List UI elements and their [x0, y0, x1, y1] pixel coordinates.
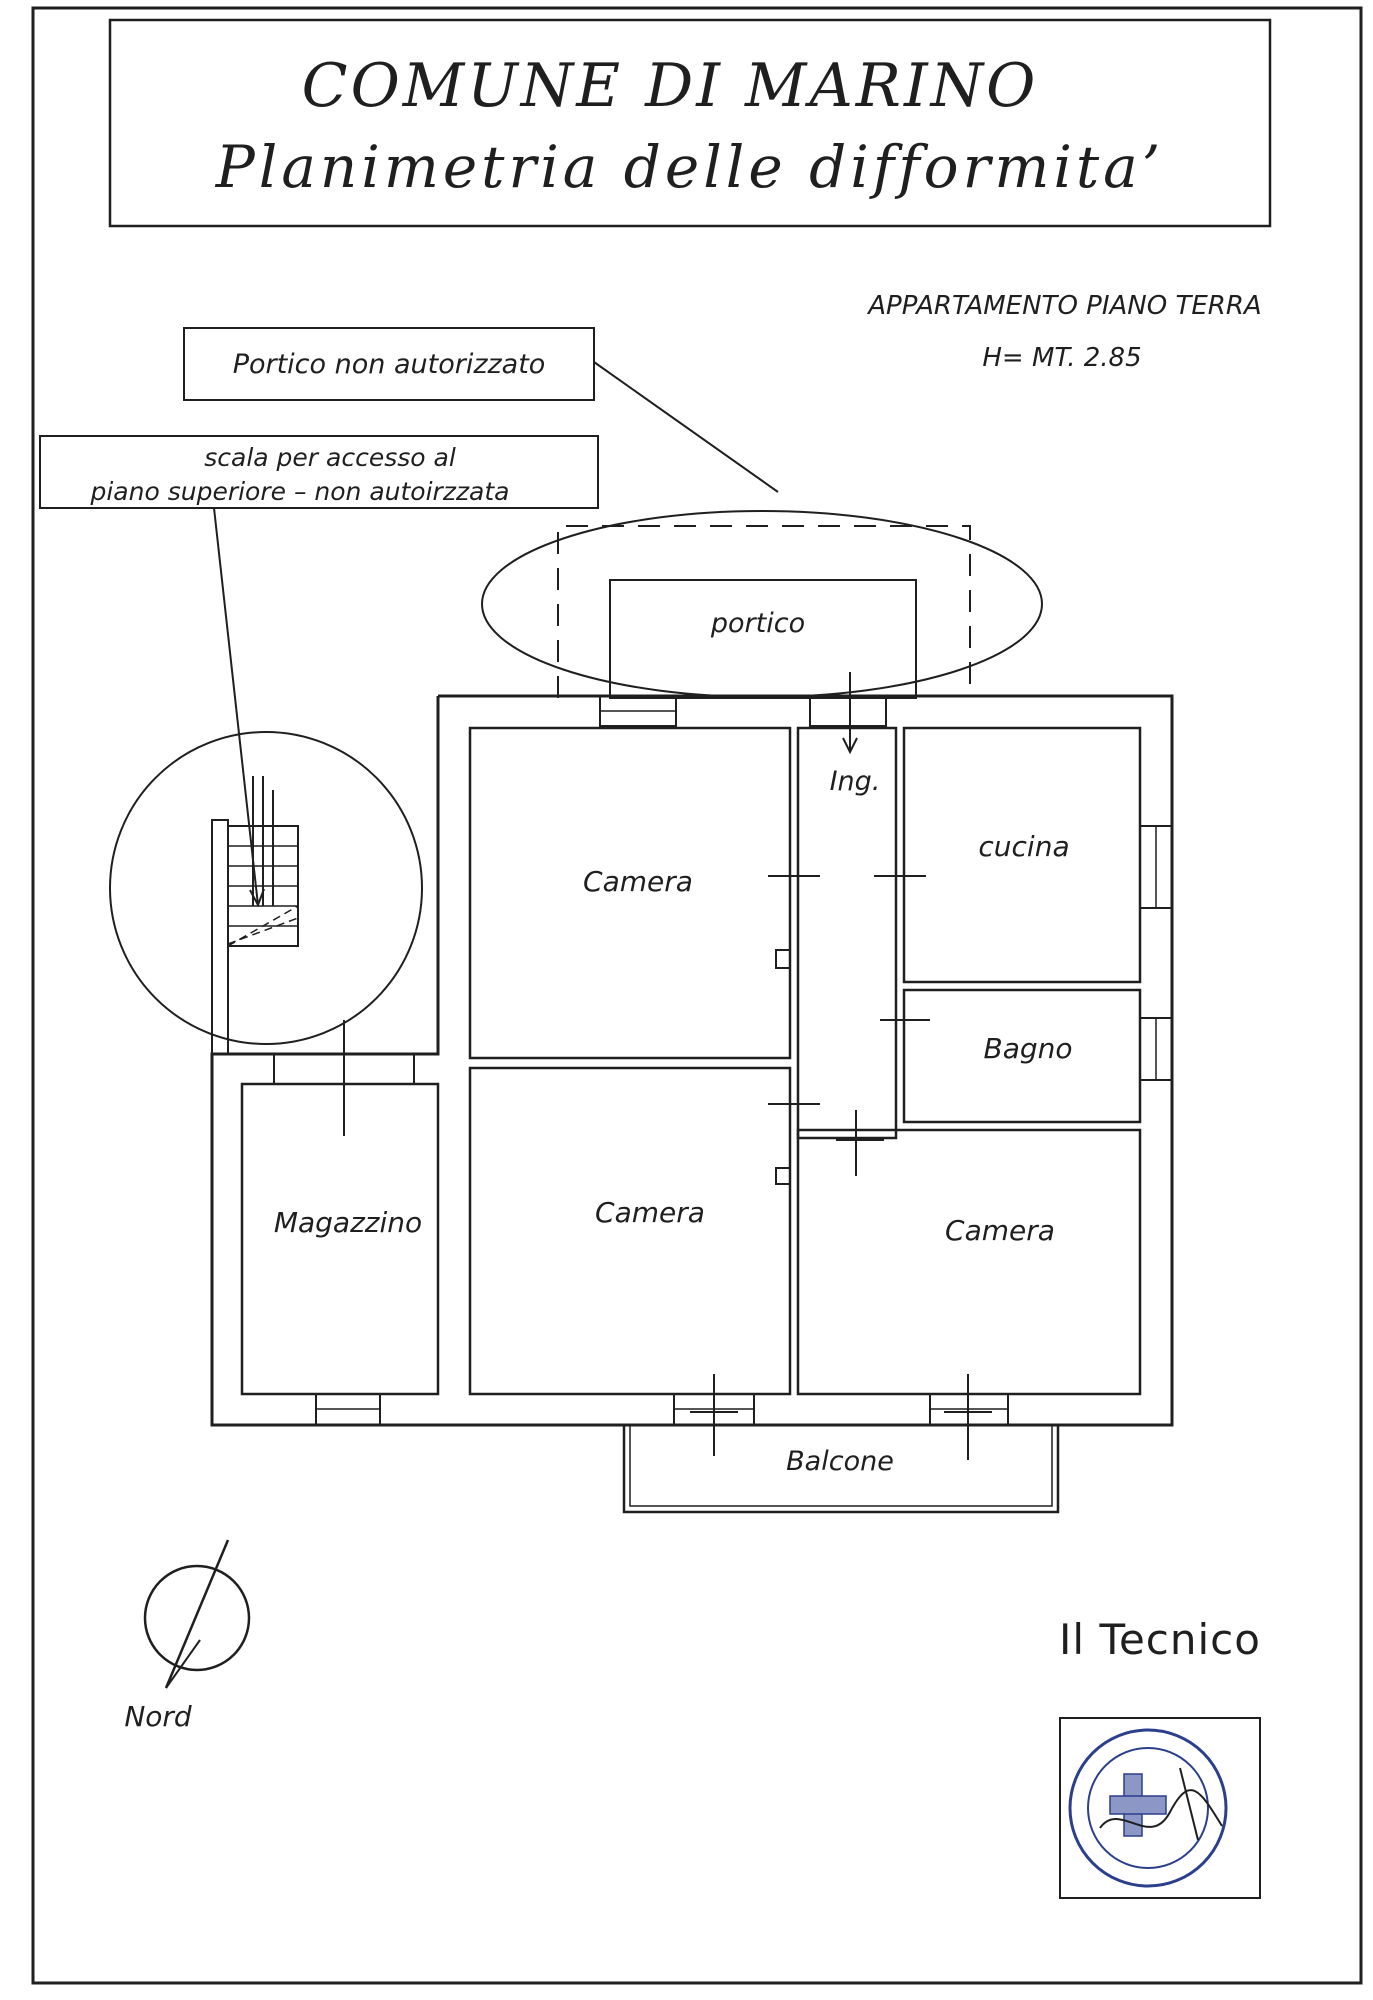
balcony-door-marks: [690, 1374, 992, 1460]
room-label-balcone: Balcone: [786, 1446, 894, 1477]
sheet-border: [31, 6, 1363, 1985]
portico-dashed-outline: [557, 525, 971, 698]
compass-needle-tail: [165, 1639, 201, 1689]
compass-needle: [164, 1539, 230, 1689]
room-ingresso: [796, 726, 898, 1140]
stair-note-line2: piano superiore – non autoirzzata: [89, 477, 509, 506]
title-line1: COMUNE DI MARINO: [302, 51, 1039, 121]
entrance-arrow-head: [842, 737, 858, 755]
magazzino-door-opening: [273, 1053, 415, 1085]
portico-note: Portico non autorizzato: [233, 349, 546, 380]
floor-name: APPARTAMENTO PIANO TERRA: [866, 291, 1261, 321]
title-box: [108, 18, 1272, 228]
stair-highlight-circle: [109, 731, 423, 1045]
title-line2: Planimetria delle difformita’: [215, 133, 1164, 201]
wall-jamb-2: [775, 1167, 790, 1185]
professional-stamp: [1068, 1728, 1228, 1888]
compass-label: Nord: [124, 1700, 192, 1733]
room-camera-1: [468, 726, 792, 1060]
room-label-camera-2: Camera: [595, 1196, 705, 1229]
room-magazzino: [240, 1082, 440, 1396]
stair-wall: [211, 819, 229, 1055]
wall-jamb-1: [775, 949, 790, 969]
room-label-ingresso: Ing.: [830, 766, 881, 797]
door-marks: [343, 860, 930, 1176]
north-compass: [143, 1539, 251, 1689]
compass-circle: [143, 1564, 251, 1672]
stair-note-box: [39, 435, 599, 509]
portico-highlight-ellipse: [481, 510, 1043, 698]
stair-note-line1: scala per accesso al: [204, 443, 456, 472]
portico-slab: [609, 579, 917, 699]
stamp-box: [1059, 1717, 1261, 1899]
room-camera-2: [468, 1066, 792, 1396]
signature-label: Il Tecnico: [1059, 1615, 1261, 1664]
room-label-magazzino: Magazzino: [274, 1206, 422, 1239]
room-label-portico: portico: [710, 608, 805, 639]
room-label-camera-3: Camera: [945, 1214, 1055, 1247]
portico-leader-line: [593, 361, 779, 493]
portico-note-box: [183, 327, 595, 401]
balcone-inner-outline: [629, 1425, 1053, 1507]
room-label-cucina: cucina: [978, 830, 1069, 863]
stair-steps: [227, 776, 299, 947]
floor-height: H= MT. 2.85: [982, 343, 1141, 373]
stair-leader-line: [213, 507, 259, 906]
room-label-camera-1: Camera: [583, 865, 693, 898]
room-label-bagno: Bagno: [983, 1032, 1072, 1065]
room-camera-3: [796, 1128, 1142, 1396]
balcone-outline: [622, 1425, 1060, 1514]
north-door: [809, 695, 887, 727]
